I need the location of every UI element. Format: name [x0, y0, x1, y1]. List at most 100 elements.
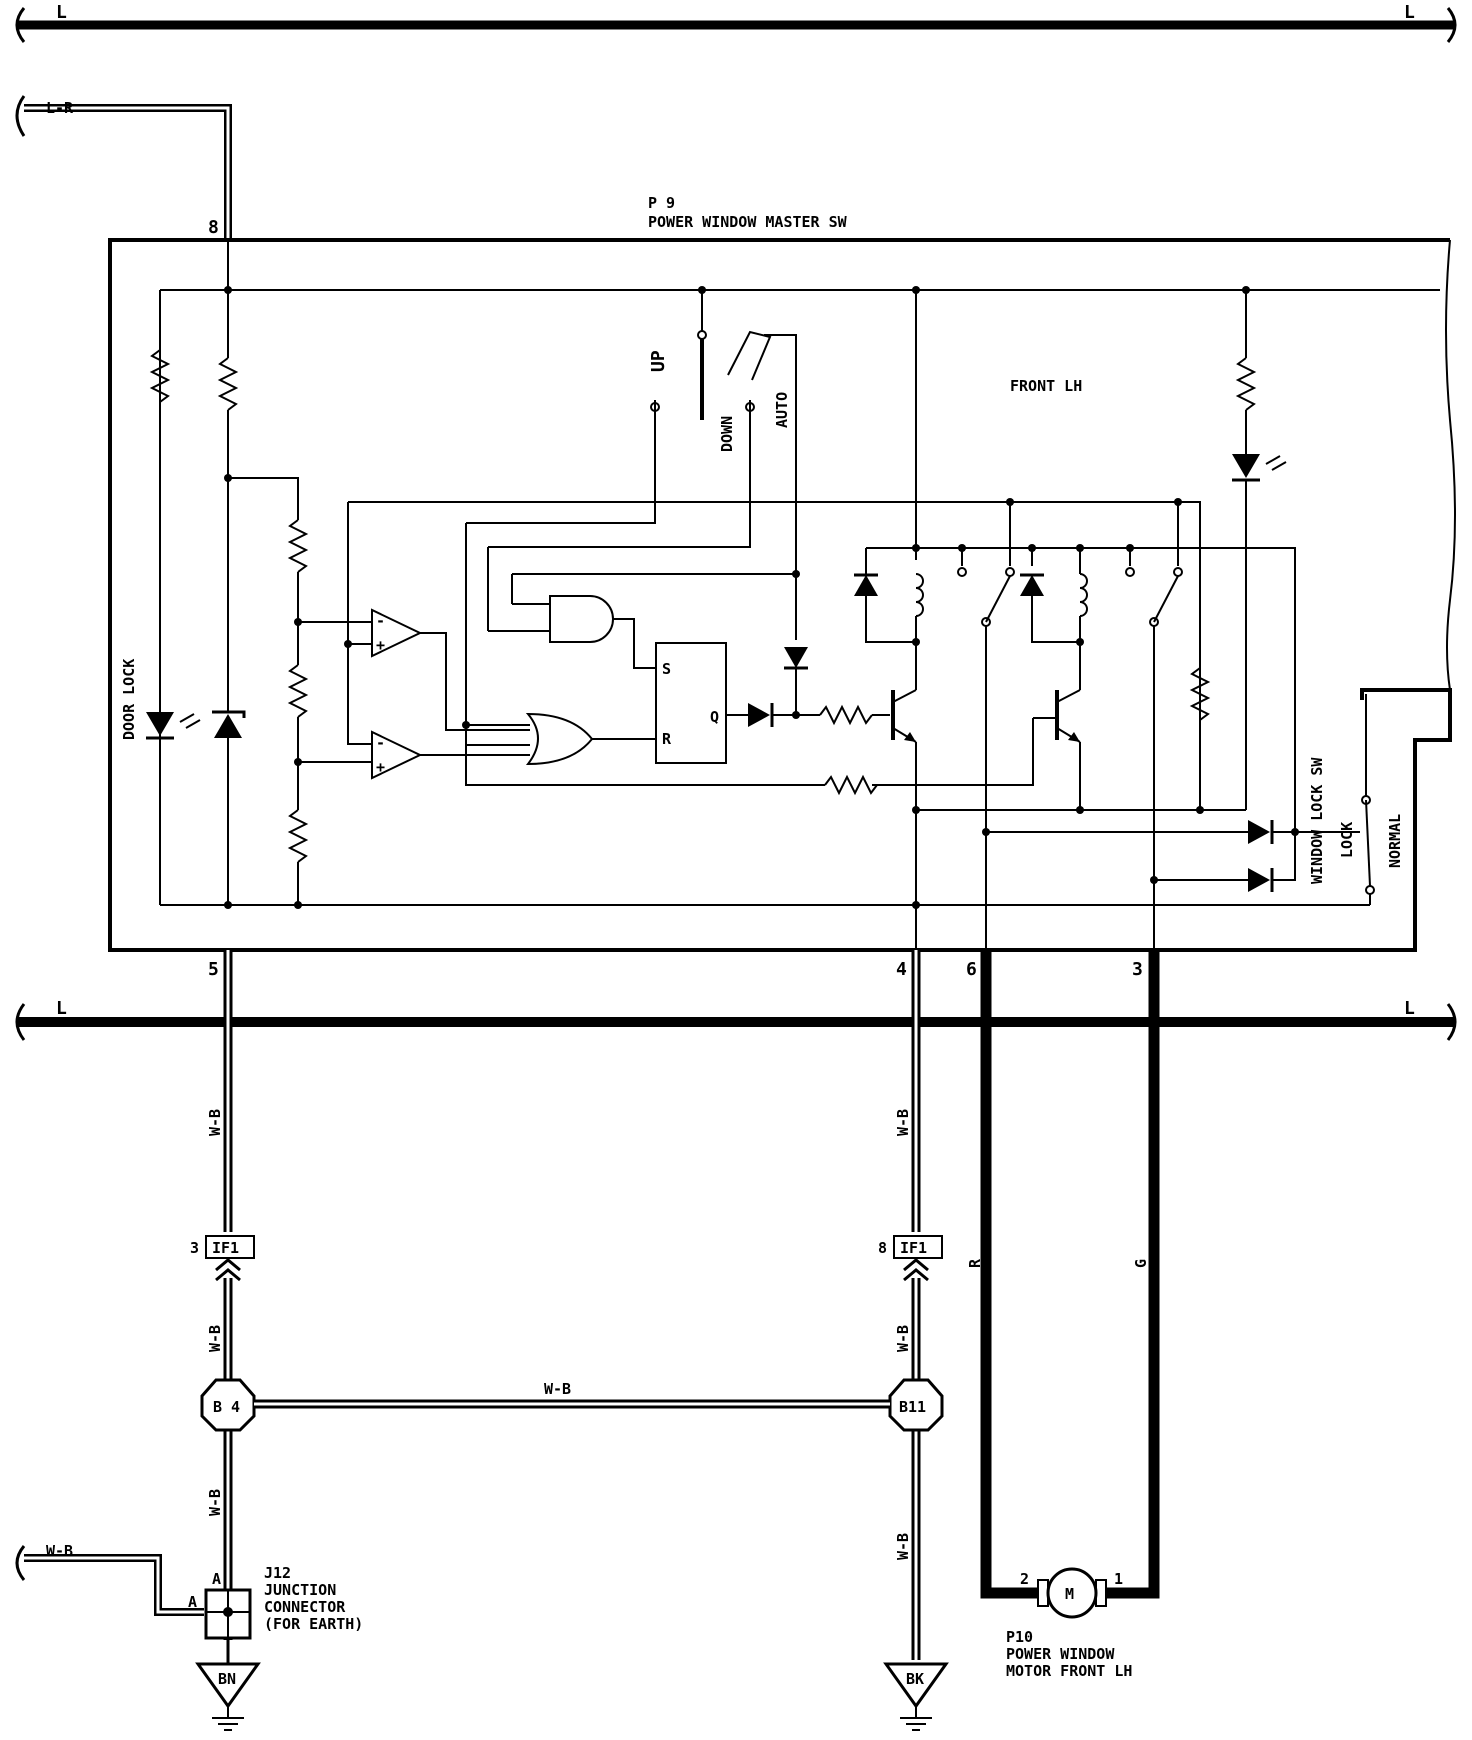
- resistor-base: [819, 704, 873, 726]
- splice-b11[interactable]: B11: [888, 1378, 944, 1432]
- splice-b4-label: B 4: [213, 1398, 240, 1416]
- window-lock-switch[interactable]: [1295, 694, 1375, 905]
- door-lock-label: DOOR LOCK: [120, 659, 138, 740]
- relay-contact-1[interactable]: [985, 575, 1011, 623]
- r-wire: [980, 950, 1040, 1599]
- relay-contact-2[interactable]: [1153, 575, 1179, 623]
- wb-label-1: W-B: [206, 1109, 224, 1136]
- mid-bus-l: L L: [15, 998, 1457, 1041]
- flyback-diode-2-icon: [1020, 573, 1044, 596]
- resistor-base-2: [824, 774, 878, 796]
- p10-line2: MOTOR FRONT LH: [1006, 1662, 1132, 1680]
- pin-8: 8: [208, 217, 219, 238]
- ff-r: R: [662, 730, 672, 748]
- j12-line3: (FOR EARTH): [264, 1615, 363, 1633]
- resistor-r7: [1235, 357, 1257, 411]
- j12-junction-connector[interactable]: A A: [188, 1570, 252, 1640]
- down-contact: [697, 330, 707, 340]
- p10-pin-2: 2: [1020, 1570, 1029, 1588]
- flyback-diode-1-icon: [854, 573, 878, 596]
- splice-b4[interactable]: B 4: [200, 1378, 256, 1432]
- ground-bk-label: BK: [906, 1670, 924, 1688]
- j12-pin-a-top: A: [212, 1570, 221, 1588]
- p10-code: P10: [1006, 1628, 1033, 1646]
- j12-line2: CONNECTOR: [264, 1598, 346, 1616]
- resistor-r1: [149, 349, 171, 403]
- resistor-r5: [287, 809, 309, 863]
- ground-bn: BN: [195, 1662, 261, 1731]
- lr-feed-wire: L-R: [15, 95, 232, 240]
- if1-left-label: IF1: [212, 1239, 239, 1257]
- opamp-lower-plus: +: [376, 758, 385, 776]
- opamp-upper-plus: +: [376, 636, 385, 654]
- door-lock-led-branch: DOOR LOCK: [120, 290, 201, 905]
- ff-s: S: [662, 660, 671, 678]
- wb-label-2: W-B: [206, 1325, 224, 1352]
- opamp-lower-minus: -: [376, 734, 385, 752]
- pin-5: 5: [208, 959, 219, 980]
- pin-4: 4: [896, 959, 907, 980]
- wb-feed-left: W-B: [15, 1542, 204, 1616]
- relay-coil-1-icon: [915, 573, 924, 617]
- lock-label: LOCK: [1338, 822, 1356, 858]
- if1-left-pin: 3: [190, 1239, 199, 1257]
- resistor-r3: [287, 519, 309, 573]
- p10-motor-icon[interactable]: M: [1037, 1567, 1107, 1619]
- opamp-lower: - +: [371, 730, 423, 780]
- normal-label: NORMAL: [1386, 814, 1404, 868]
- if1-connector-left[interactable]: IF1 3: [190, 1235, 255, 1282]
- lock-diode-2-icon: [1248, 868, 1274, 892]
- j12-line1: JUNCTION: [264, 1581, 336, 1599]
- up-contact: [650, 402, 660, 412]
- diode-auto-icon: [784, 647, 808, 670]
- j12-pin-a-left: A: [188, 1593, 197, 1611]
- p10-pin-1: 1: [1114, 1570, 1123, 1588]
- r-label: R: [966, 1258, 984, 1268]
- top-bus-right-label: L: [1404, 2, 1415, 23]
- resistor-r2: [217, 357, 239, 411]
- if1-right-pin: 8: [878, 1239, 887, 1257]
- transistor-1-icon: [891, 689, 917, 743]
- and-gate: [549, 595, 614, 643]
- top-bus-l: L L: [15, 2, 1457, 43]
- wb-label-4: W-B: [894, 1109, 912, 1136]
- up-down-auto-switch[interactable]: UP DOWN AUTO: [648, 290, 797, 574]
- window-lock-led-icon: [1232, 454, 1287, 482]
- auto-label: AUTO: [773, 392, 791, 428]
- top-bus-left-label: L: [56, 2, 67, 23]
- p9-code: P 9: [648, 194, 675, 212]
- wb-label-cross: W-B: [544, 1380, 571, 1398]
- door-lock-led-icon: [146, 712, 201, 740]
- ff-q: Q: [710, 708, 719, 726]
- or-gate: [525, 712, 594, 766]
- ground-bk: BK: [883, 1662, 949, 1731]
- if1-connector-right[interactable]: IF1 8: [878, 1235, 943, 1282]
- pin-6: 6: [966, 959, 977, 980]
- down-label: DOWN: [718, 416, 736, 452]
- p9-name: POWER WINDOW MASTER SW: [648, 213, 848, 231]
- p10-line1: POWER WINDOW: [1006, 1645, 1115, 1663]
- resistor-r4: [287, 664, 309, 718]
- p9-box: [108, 238, 1452, 952]
- motor-m-label: M: [1065, 1585, 1074, 1603]
- up-label: UP: [648, 350, 669, 372]
- wb-label-3: W-B: [206, 1489, 224, 1516]
- g-wire: [1104, 950, 1160, 1599]
- sr-flip-flop: S R Q: [655, 642, 727, 764]
- pin-3: 3: [1132, 959, 1143, 980]
- zener-diode-icon: [212, 710, 246, 738]
- resistor-r6: [1189, 667, 1211, 721]
- wb-label-6: W-B: [894, 1533, 912, 1560]
- wb-label-5: W-B: [894, 1325, 912, 1352]
- mid-bus-left-label: L: [56, 998, 67, 1019]
- opamp-upper-minus: -: [376, 612, 385, 630]
- transistor-2-icon: [1055, 689, 1081, 743]
- relay-coil-2-icon: [1079, 573, 1088, 617]
- opamp-upper: - +: [371, 608, 423, 658]
- splice-b11-label: B11: [899, 1398, 926, 1416]
- if1-right-label: IF1: [900, 1239, 927, 1257]
- auto-contact: [745, 402, 755, 412]
- mid-bus-right-label: L: [1404, 998, 1415, 1019]
- lr-label: L-R: [46, 99, 74, 117]
